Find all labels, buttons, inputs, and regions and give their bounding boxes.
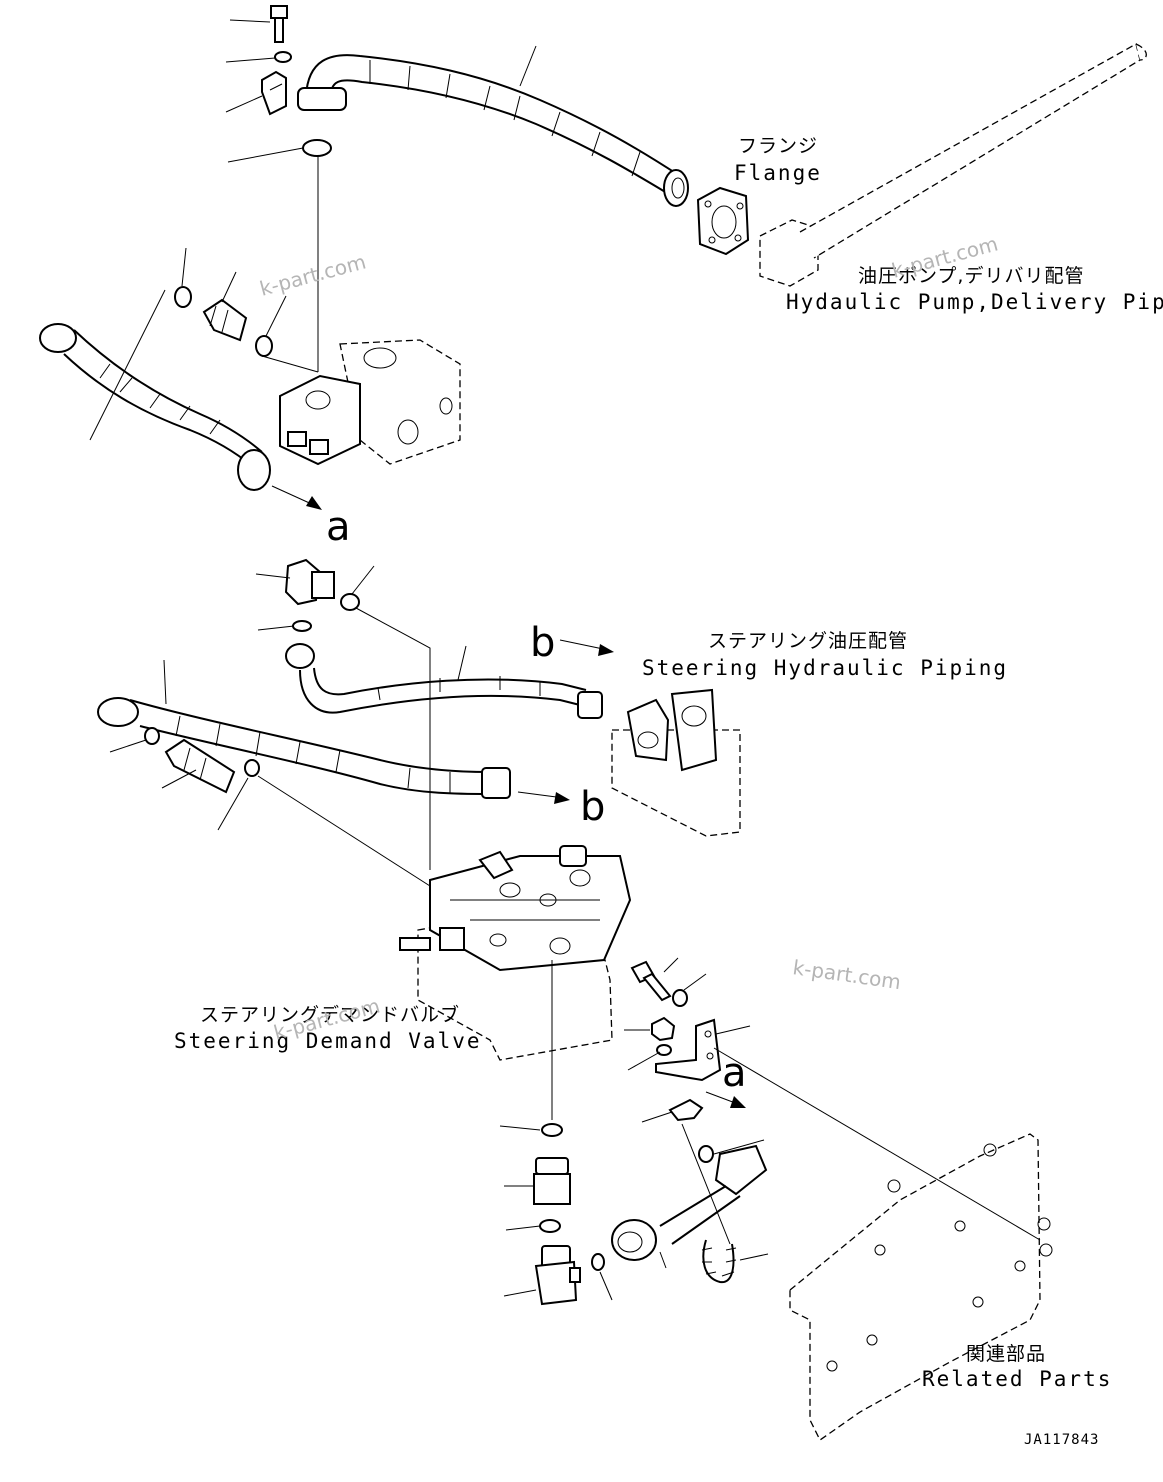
bolt-lower [630, 960, 672, 1002]
flange-label-jp: フランジ [738, 135, 818, 157]
o-ring-middle-c [144, 727, 160, 745]
elbow-fitting-middle [284, 558, 335, 606]
o-ring-lower-b [698, 1145, 714, 1163]
steering-demand-valve [399, 845, 632, 1061]
related-parts-plate [789, 1133, 1053, 1441]
flange-label-en: Flange [734, 161, 822, 185]
adapter-fitting-upper [202, 298, 248, 342]
demand-valve-label-jp: ステアリングデマンドバルブ [200, 1003, 460, 1026]
o-ring-top [302, 139, 332, 157]
washer-lower-b [656, 1044, 672, 1056]
ref-a-lower: a [722, 1050, 747, 1096]
mounting-bracket [655, 1018, 722, 1082]
protective-spring [701, 1239, 737, 1284]
demand-valve-label-en: Steering Demand Valve [174, 1029, 482, 1053]
nut-lower [651, 1016, 676, 1042]
o-ring-middle-d [244, 759, 260, 777]
straight-adapter-middle [164, 738, 236, 794]
steering-hose-upper [285, 643, 603, 719]
washer-lower-a [672, 989, 688, 1007]
ref-b-upper: b [530, 620, 555, 666]
pump-piping-label-en: Hydaulic Pump,Delivery Piping [786, 290, 1163, 314]
steering-piping-block [611, 688, 741, 837]
split-flange-clamp [261, 70, 287, 116]
ref-b-lower: b [580, 784, 605, 830]
pump-delivery-hose [297, 54, 689, 207]
o-ring-middle-a [340, 593, 360, 611]
short-hose-lower [611, 1144, 768, 1261]
bolt-top [270, 5, 288, 43]
watermark-3: k-part.com [791, 955, 902, 994]
steering-piping-label-jp: ステアリング油圧配管 [708, 630, 908, 652]
related-parts-label-en: Related Parts [922, 1367, 1112, 1391]
upper-hose-a [39, 323, 271, 491]
drawing-code: JA117843 [1024, 1432, 1099, 1448]
pump-piping-label-jp: 油圧ポンプ,デリバリ配管 [858, 265, 1084, 287]
connector-fitting [533, 1157, 571, 1205]
hose-clip [668, 1098, 704, 1122]
o-ring-upper-b [255, 335, 273, 357]
o-ring-middle-b [292, 620, 312, 632]
elbow-fitting-lower [534, 1245, 581, 1306]
ref-a-upper: a [326, 504, 351, 550]
valve-block-upper [279, 339, 461, 466]
steering-hose-lower [97, 697, 511, 799]
washer-top [274, 51, 292, 63]
steering-piping-label-en: Steering Hydraulic Piping [642, 656, 1008, 680]
related-parts-label-jp: 関連部品 [966, 1343, 1046, 1365]
pump-delivery-pipe [759, 43, 1147, 287]
o-ring-lower-d [591, 1253, 605, 1271]
o-ring-upper-a [174, 286, 192, 308]
flange [696, 186, 750, 256]
o-ring-lower-a [541, 1123, 563, 1137]
o-ring-lower-c [539, 1219, 561, 1233]
watermark-1: k-part.com [257, 249, 368, 300]
